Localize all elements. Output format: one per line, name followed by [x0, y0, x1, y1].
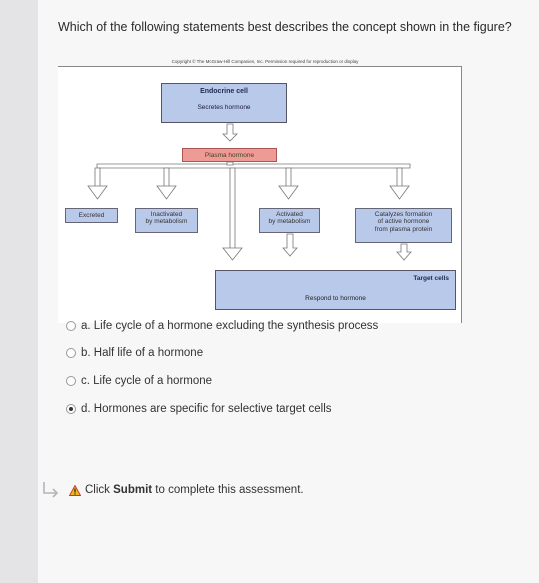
catalyzes-line-3: from plasma protein	[374, 225, 433, 233]
radio-option-d[interactable]	[66, 404, 76, 414]
endocrine-title: Endocrine cell	[200, 88, 248, 95]
connector-arrows	[87, 123, 412, 261]
warning-icon	[69, 485, 81, 496]
option-a-label: a. Life cycle of a hormone excluding the…	[81, 320, 379, 332]
target-subtitle: Respond to hormone	[305, 295, 366, 302]
radio-option-c[interactable]	[66, 376, 76, 386]
target-title: Target cells	[413, 275, 449, 282]
figure-copyright: Copyright © The McGraw-Hill Companies, I…	[171, 59, 359, 64]
endocrine-cell-box: Endocrine cell Secretes hormone	[161, 83, 287, 123]
target-cells-box: Target cells Respond to hormone	[215, 270, 456, 310]
inactivated-line-2: by metabolism	[145, 218, 188, 226]
option-d[interactable]: d. Hormones are specific for selective t…	[66, 403, 332, 415]
catalyzes-line-1: Catalyzes formation	[374, 211, 433, 218]
hormone-figure: Copyright © The McGraw-Hill Companies, I…	[58, 58, 462, 323]
submit-suffix: to complete this assessment.	[152, 484, 304, 496]
option-c-label: c. Life cycle of a hormone	[81, 375, 213, 387]
inactivated-line-1: Inactivated	[150, 211, 183, 218]
submit-word: Submit	[113, 484, 153, 496]
endocrine-subtitle: Secretes hormone	[197, 104, 251, 112]
plasma-hormone-box: Plasma hormone	[182, 148, 277, 162]
inactivated-box: Inactivated by metabolism	[135, 208, 198, 233]
activated-box: Activated by metabolism	[259, 208, 320, 233]
option-c[interactable]: c. Life cycle of a hormone	[66, 375, 212, 387]
radio-option-a[interactable]	[66, 321, 76, 331]
activated-line-2: by metabolism	[268, 218, 311, 226]
submit-prefix: Click	[85, 484, 114, 496]
option-b-label: b. Half life of a hormone	[81, 347, 204, 359]
excreted-box: Excreted	[65, 208, 118, 223]
option-d-label: d. Hormones are specific for selective t…	[81, 403, 332, 415]
catalyzes-box: Catalyzes formation of active hormone fr…	[355, 208, 452, 243]
submit-text: Click Submit to complete this assessment…	[85, 484, 304, 496]
option-a[interactable]: a. Life cycle of a hormone excluding the…	[66, 320, 378, 332]
catalyzes-line-2: of active hormone	[377, 218, 430, 226]
submit-instruction: Click Submit to complete this assessment…	[40, 481, 340, 501]
question-text: Which of the following statements best d…	[58, 20, 512, 34]
option-b[interactable]: b. Half life of a hormone	[66, 347, 203, 359]
activated-line-1: Activated	[276, 211, 303, 218]
radio-option-b[interactable]	[66, 348, 76, 358]
return-arrow-icon	[43, 482, 59, 498]
